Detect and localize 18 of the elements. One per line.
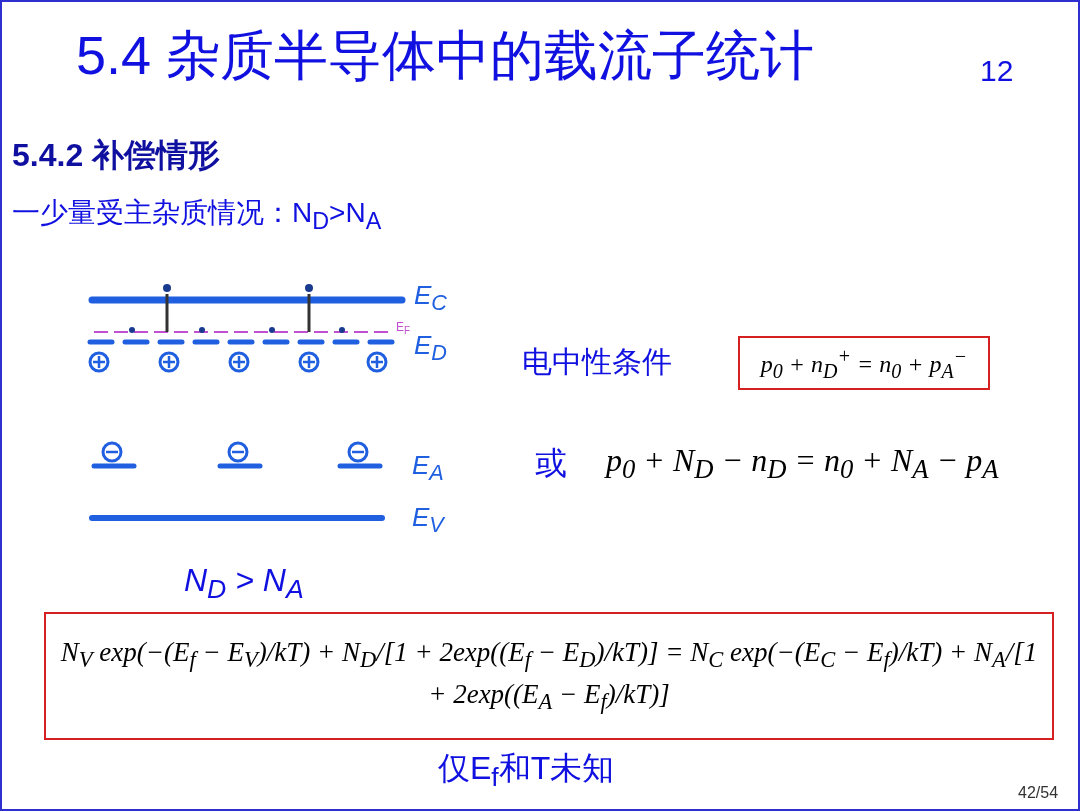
fermi-level-label: E$_{F}$	[396, 320, 411, 337]
equation-box	[738, 336, 990, 390]
equation-box	[44, 612, 1054, 740]
energy-level-label: E$_{V}$	[412, 502, 444, 539]
or-label: 或	[535, 444, 567, 483]
condition-label: 电中性条件	[522, 344, 672, 380]
inequality-text: N$_{D}$ > N$_{A}$	[184, 562, 304, 606]
page-number-mark: 12	[980, 54, 1014, 88]
energy-level-label: E$_{C}$	[414, 280, 447, 317]
slide-title: 5.4 杂质半导体中的载流子统计	[76, 24, 815, 87]
energy-level-label: E$_{A}$	[412, 450, 444, 487]
section-heading: 5.4.2 补偿情形	[12, 136, 221, 175]
equation-text: p$_{0}$ + N$_{D}$ − n$_{D}$ = n$_{0}$ + N$_{A}$ − p$_{A}$	[606, 442, 999, 486]
condition-text: 一少量受主杂质情况：N$_{D}$>N$_{A}$	[12, 196, 382, 235]
page-counter: 42/54	[1018, 784, 1059, 802]
note-text: 仅E$_{f}$和T未知	[438, 749, 615, 794]
energy-level-label: E$_{D}$	[414, 330, 447, 367]
equation-text: N$_{V}$ exp(−(E$_{f}$ − E$_{V}$)/kT) + N$_{D}$/[1 + 2exp((E$_{f}$ − E$_{D}$)/kT)] = N$_{C}$ exp(−(E$_{C}$ − E$_{f}$)/kT) + N$_{A}$/[1 + 2exp((E$_{A}$ − E$_{f}$)/kT)]	[59, 636, 1039, 717]
